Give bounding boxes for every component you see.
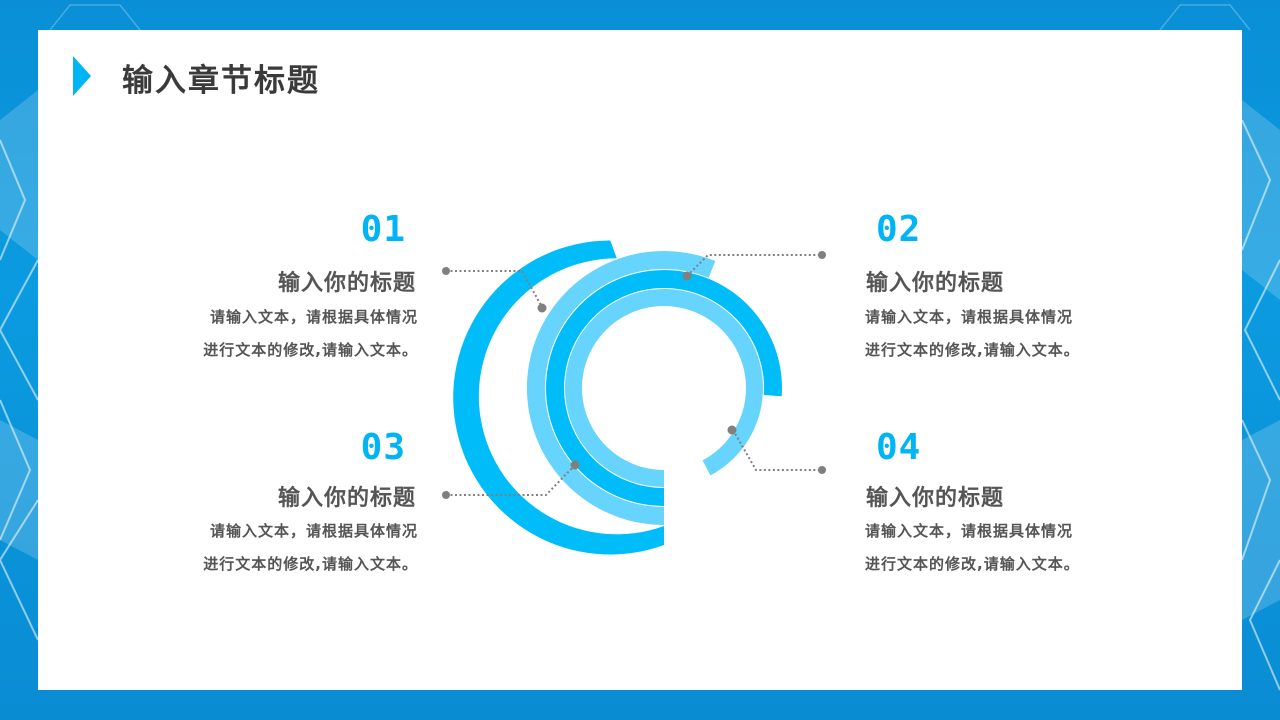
- item-04-title: 输入你的标题: [866, 486, 1005, 511]
- item-04-desc-line2: 进行文本的修改,请输入文本。: [865, 555, 1080, 573]
- item-01-desc-line2: 进行文本的修改,请输入文本。: [203, 341, 418, 359]
- item-04-number: 04: [876, 427, 922, 468]
- page-title: 输入章节标题: [122, 63, 320, 99]
- item-03-desc-line2: 进行文本的修改,请输入文本。: [203, 555, 418, 573]
- item-03-desc-line1: 请输入文本，请根据具体情况: [209, 522, 418, 540]
- item-02-desc: 请输入文本，请根据具体情况 进行文本的修改,请输入文本。: [865, 301, 1080, 367]
- item-02-number: 02: [876, 209, 922, 250]
- item-04-desc-line1: 请输入文本，请根据具体情况: [865, 522, 1074, 540]
- item-01-number: 01: [360, 209, 406, 250]
- item-01-title: 输入你的标题: [277, 271, 416, 296]
- item-02-desc-line1: 请输入文本，请根据具体情况: [865, 308, 1074, 326]
- item-03-title: 输入你的标题: [277, 486, 416, 511]
- item-04-desc: 请输入文本，请根据具体情况 进行文本的修改,请输入文本。: [865, 515, 1080, 581]
- item-02-desc-line2: 进行文本的修改,请输入文本。: [865, 341, 1080, 359]
- item-03-desc: 请输入文本，请根据具体情况 进行文本的修改,请输入文本。: [203, 515, 418, 581]
- title-arrow-icon: [73, 56, 91, 96]
- item-01-desc-line1: 请输入文本，请根据具体情况: [209, 308, 418, 326]
- item-01-desc: 请输入文本，请根据具体情况 进行文本的修改,请输入文本。: [203, 301, 418, 367]
- item-03-number: 03: [360, 427, 406, 468]
- item-02-title: 输入你的标题: [866, 271, 1005, 296]
